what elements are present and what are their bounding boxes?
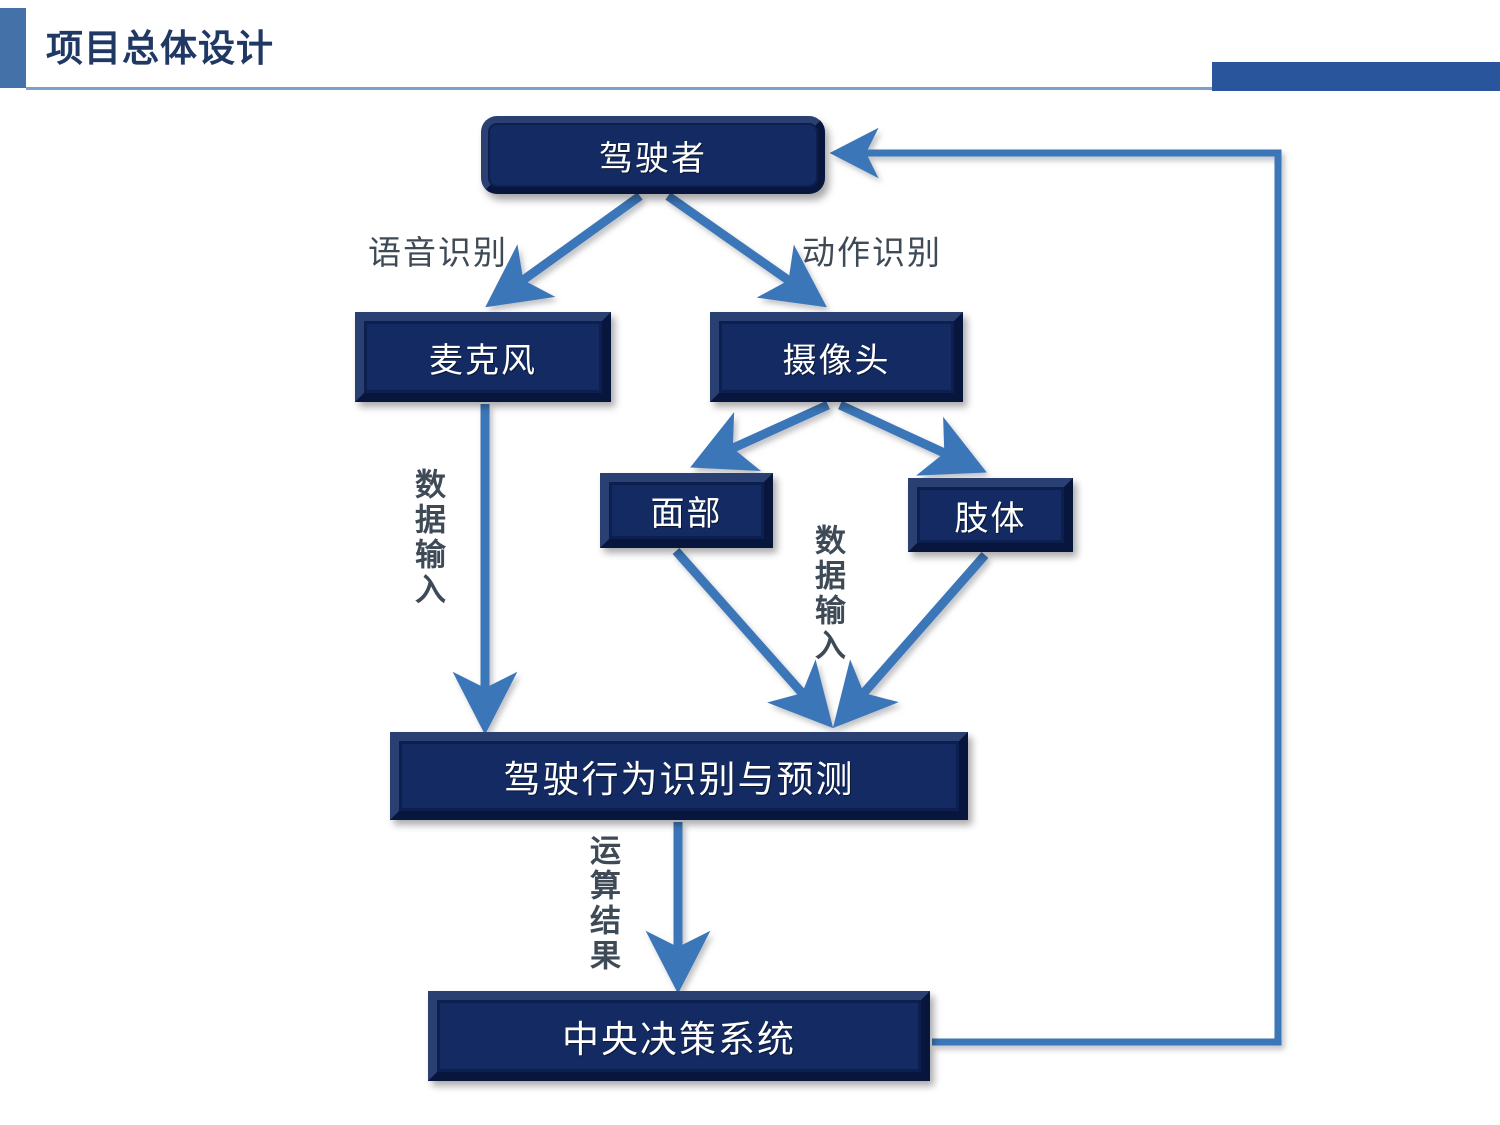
node-central-label: 中央决策系统 [562, 1020, 796, 1061]
node-driver-label: 驾驶者 [599, 140, 707, 178]
flowchart-diagram: 驾驶者 麦克风 摄像头 面部 肢体 驾驶行为识别与预测 中央决策系统 语音识别 … [0, 96, 1500, 1125]
header-right-block [1212, 62, 1500, 91]
node-central-decision-system[interactable]: 中央决策系统 [428, 991, 930, 1081]
edge-label-data-input-left: 数据输入 [410, 468, 445, 608]
node-limb-label: 肢体 [954, 500, 1027, 538]
edge-central-driver-feedback [829, 127, 1282, 1046]
node-camera-label: 摄像头 [782, 342, 891, 380]
edge-label-data-input-right: 数据输入 [810, 524, 845, 664]
edge-limb-behavior [832, 552, 989, 729]
edge-label-speech-recognition: 语音识别 [368, 236, 508, 272]
header-divider [26, 87, 1500, 90]
edge-camera-face [690, 400, 830, 471]
node-camera[interactable]: 摄像头 [710, 312, 963, 402]
edge-label-computation-result: 运算结果 [585, 834, 620, 974]
node-driver[interactable]: 驾驶者 [481, 116, 825, 194]
edge-camera-limb [838, 400, 987, 476]
node-behavior-label: 驾驶行为识别与预测 [503, 760, 855, 801]
edge-layer [452, 127, 1282, 1046]
node-face[interactable]: 面部 [600, 473, 773, 548]
header-accent-bar [0, 8, 26, 88]
node-limb[interactable]: 肢体 [908, 478, 1073, 552]
node-behavior-recognition[interactable]: 驾驶行为识别与预测 [390, 732, 968, 820]
edge-driver-camera [665, 192, 827, 308]
edge-driver-microphone [485, 192, 643, 308]
node-face-label: 面部 [650, 496, 723, 533]
node-microphone[interactable]: 麦克风 [355, 312, 611, 402]
edge-face-behavior [672, 548, 834, 729]
slide-header: 项目总体设计 [0, 0, 1500, 96]
page-title: 项目总体设计 [46, 28, 274, 69]
node-microphone-label: 麦克风 [429, 342, 537, 380]
edge-label-motion-recognition: 动作识别 [802, 236, 942, 272]
